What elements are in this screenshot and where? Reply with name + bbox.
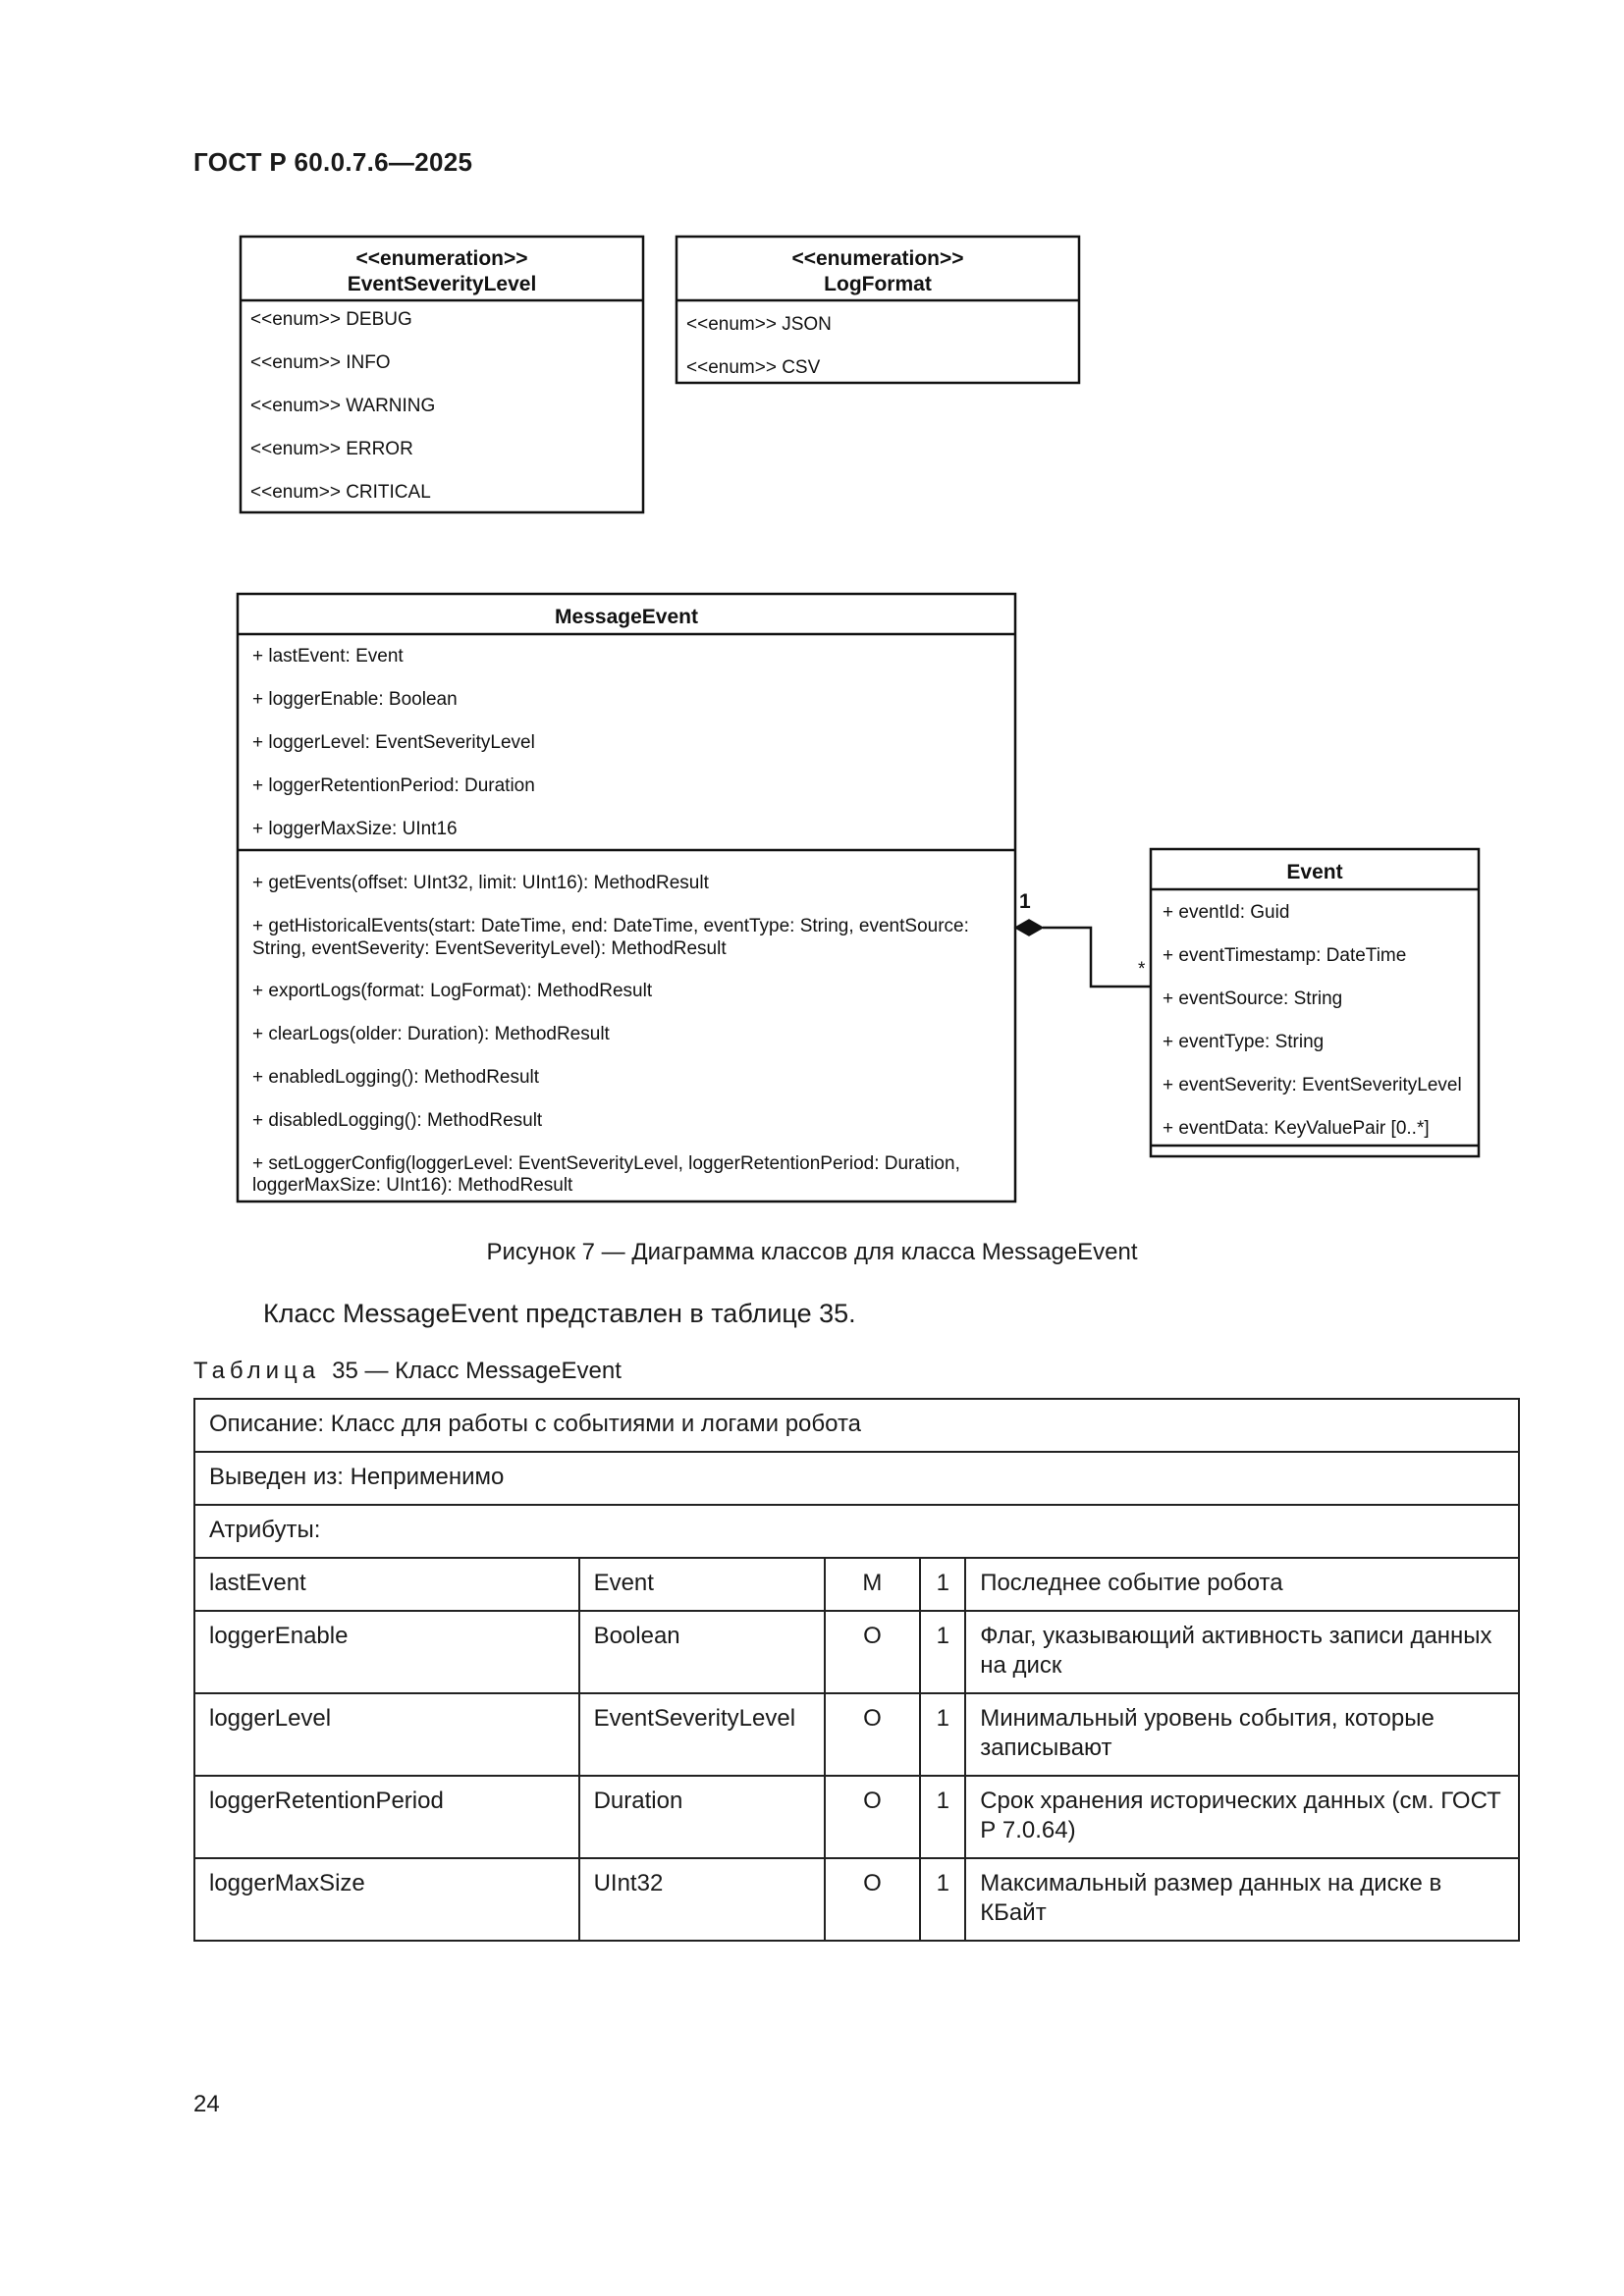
attribute-name: lastEvent <box>193 1557 580 1612</box>
class-method: + disabledLogging(): MethodResult <box>252 1110 543 1131</box>
attribute-type: Duration <box>577 1775 826 1859</box>
class-attribute: + lastEvent: Event <box>252 646 404 667</box>
document-header: ГОСТ Р 60.0.7.6—2025 <box>193 147 473 177</box>
table-row: loggerRetentionPeriod Duration O 1 Срок … <box>193 1775 1520 1859</box>
table-caption: Таблица 35 — Класс MessageEvent <box>193 1358 622 1385</box>
multiplicity-one: 1 <box>1019 890 1031 913</box>
class-message-event: MessageEvent + lastEvent: Event + logger… <box>236 592 1017 1203</box>
class-attribute: + eventType: String <box>1163 1032 1324 1052</box>
table-row: lastEvent Event M 1 Последнее событие ро… <box>193 1557 1520 1612</box>
enum-name: EventSeverityLevel <box>348 273 537 295</box>
class-method: + setLoggerConfig(loggerLevel: EventSeve… <box>252 1153 960 1174</box>
attribute-cardinality: 1 <box>919 1610 967 1694</box>
enum-literal: <<enum>> CSV <box>686 357 821 378</box>
attribute-description: Срок хранения исторических данных (см. Г… <box>964 1775 1520 1859</box>
class-name: MessageEvent <box>555 606 698 628</box>
composition-diamond <box>1013 919 1045 936</box>
table-row: Описание: Класс для работы с событиями и… <box>193 1398 1520 1453</box>
table-row: Атрибуты: <box>193 1504 1520 1559</box>
attribute-cardinality: 1 <box>919 1857 967 1942</box>
class-method-continued: loggerMaxSize: UInt16): MethodResult <box>252 1175 573 1196</box>
class-attribute: + loggerLevel: EventSeverityLevel <box>252 732 535 753</box>
table-row: loggerMaxSize UInt32 O 1 Максимальный ра… <box>193 1857 1520 1942</box>
table-caption-label: Таблица <box>193 1358 321 1384</box>
attribute-description: Максимальный размер данных на диске в КБ… <box>964 1857 1520 1942</box>
class-attribute: + loggerMaxSize: UInt16 <box>252 819 458 839</box>
enum-stereotype: <<enumeration>> <box>355 247 527 270</box>
class-method: + enabledLogging(): MethodResult <box>252 1067 540 1088</box>
class-attribute: + eventId: Guid <box>1163 902 1289 923</box>
composition-association: 1 * <box>1013 890 1151 988</box>
attribute-cardinality: 1 <box>919 1692 967 1777</box>
enum-literal: <<enum>> INFO <box>250 352 391 373</box>
table-derived-from: Выведен из: Неприменимо <box>193 1451 1520 1506</box>
enum-literal: <<enum>> DEBUG <box>250 309 412 330</box>
class-attribute: + loggerRetentionPeriod: Duration <box>252 775 535 796</box>
table-row: loggerEnable Boolean O 1 Флаг, указывающ… <box>193 1610 1520 1694</box>
enum-literal: <<enum>> CRITICAL <box>250 482 431 503</box>
enum-literal: <<enum>> WARNING <box>250 396 435 416</box>
attribute-type: EventSeverityLevel <box>577 1692 826 1777</box>
attribute-name: loggerLevel <box>193 1692 580 1777</box>
attribute-name: loggerEnable <box>193 1610 580 1694</box>
attribute-type: Boolean <box>577 1610 826 1694</box>
enum-literal: <<enum>> JSON <box>686 314 832 335</box>
table-attributes-label: Атрибуты: <box>193 1504 1520 1559</box>
class-method: + clearLogs(older: Duration): MethodResu… <box>252 1024 611 1044</box>
attribute-name: loggerRetentionPeriod <box>193 1775 580 1859</box>
class-name: Event <box>1286 861 1342 883</box>
class-attribute: + eventTimestamp: DateTime <box>1163 945 1406 966</box>
enum-log-format: <<enumeration>> LogFormat <<enum>> JSON … <box>675 235 1081 385</box>
class-method: + exportLogs(format: LogFormat): MethodR… <box>252 981 653 1001</box>
class-event: Event + eventId: Guid + eventTimestamp: … <box>1149 847 1481 1158</box>
class-method: + getEvents(offset: UInt32, limit: UInt1… <box>252 873 710 893</box>
attribute-type: UInt32 <box>577 1857 826 1942</box>
table-description: Описание: Класс для работы с событиями и… <box>193 1398 1520 1453</box>
class-diagram: <<enumeration>> EventSeverityLevel <<enu… <box>236 235 1481 1203</box>
attribute-presence: O <box>823 1775 922 1859</box>
class-attribute: + eventSource: String <box>1163 988 1342 1009</box>
attribute-description: Флаг, указывающий активность записи данн… <box>964 1610 1520 1694</box>
class-attributes-table: Описание: Класс для работы с событиями и… <box>193 1398 1520 1942</box>
attribute-cardinality: 1 <box>919 1775 967 1859</box>
enum-literal: <<enum>> ERROR <box>250 439 413 459</box>
body-paragraph: Класс MessageEvent представлен в таблице… <box>263 1299 856 1328</box>
class-attribute: + eventSeverity: EventSeverityLevel <box>1163 1075 1462 1095</box>
attribute-presence: O <box>823 1692 922 1777</box>
attribute-cardinality: 1 <box>919 1557 967 1612</box>
attribute-presence: O <box>823 1857 922 1942</box>
multiplicity-many: * <box>1138 959 1146 980</box>
figure-caption: Рисунок 7 — Диаграмма классов для класса… <box>486 1239 1138 1265</box>
page-number: 24 <box>193 2091 220 2117</box>
class-attribute: + loggerEnable: Boolean <box>252 689 458 710</box>
class-attribute: + eventData: KeyValuePair [0..*] <box>1163 1118 1430 1139</box>
attribute-name: loggerMaxSize <box>193 1857 580 1942</box>
class-method-continued: String, eventSeverity: EventSeverityLeve… <box>252 938 727 959</box>
attribute-presence: M <box>823 1557 922 1612</box>
attribute-type: Event <box>577 1557 826 1612</box>
table-row: Выведен из: Неприменимо <box>193 1451 1520 1506</box>
table-caption-text: 35 — Класс MessageEvent <box>332 1358 622 1384</box>
enum-stereotype: <<enumeration>> <box>791 247 963 270</box>
attribute-description: Последнее событие робота <box>964 1557 1520 1612</box>
enum-event-severity-level: <<enumeration>> EventSeverityLevel <<enu… <box>239 235 645 514</box>
attribute-description: Минимальный уровень события, которые зап… <box>964 1692 1520 1777</box>
table-row: loggerLevel EventSeverityLevel O 1 Миним… <box>193 1692 1520 1777</box>
class-method: + getHistoricalEvents(start: DateTime, e… <box>252 916 969 936</box>
enum-name: LogFormat <box>824 273 932 295</box>
attribute-presence: O <box>823 1610 922 1694</box>
